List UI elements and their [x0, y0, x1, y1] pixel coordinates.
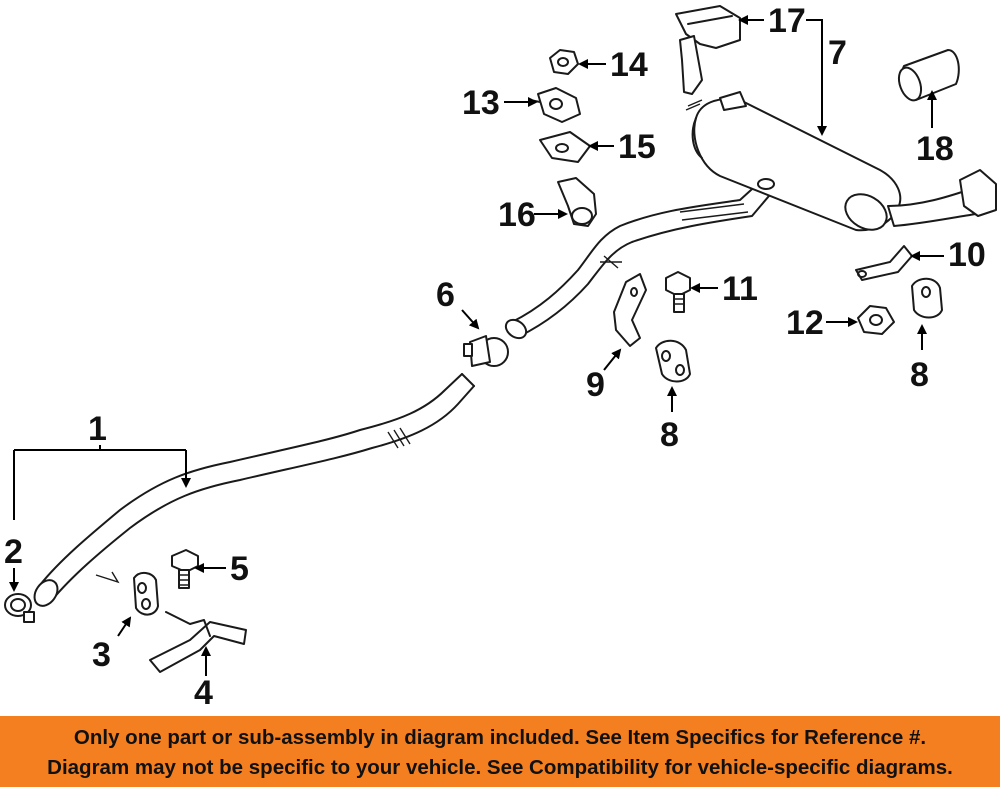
callout-2: 2 — [4, 533, 23, 571]
leader-lines — [9, 15, 944, 676]
exhaust-system-diagram: 1 2 3 4 5 6 7 8 8 9 10 11 12 13 14 15 16… — [4, 2, 997, 712]
sensor-13 — [529, 87, 581, 123]
callout-10: 10 — [948, 236, 986, 274]
bracket-10 — [855, 245, 913, 281]
tail-pipe-tip-18 — [897, 49, 960, 102]
front-pipe — [33, 373, 475, 607]
heat-shield-17 — [675, 5, 741, 95]
insulator-8-lower — [655, 339, 691, 383]
clamp-2 — [4, 593, 35, 623]
bolt-11 — [665, 271, 691, 313]
muffler-7 — [685, 91, 997, 232]
intermediate-pipe — [504, 179, 775, 340]
disclaimer-line-2: Diagram may not be specific to your vehi… — [47, 756, 953, 779]
callout-15: 15 — [618, 128, 656, 166]
hanger-9 — [613, 273, 647, 347]
callout-16: 16 — [498, 196, 536, 234]
hanger-16 — [557, 177, 597, 227]
callout-12: 12 — [786, 304, 824, 342]
bracket-15 — [539, 131, 591, 163]
callout-8-lower: 8 — [660, 416, 679, 454]
callout-9: 9 — [586, 366, 605, 404]
callout-13: 13 — [462, 84, 500, 122]
callout-11: 11 — [722, 270, 758, 308]
clamp-6 — [463, 335, 509, 367]
callout-7: 7 — [828, 34, 847, 72]
nut-12 — [857, 305, 895, 335]
callout-4: 4 — [194, 674, 213, 712]
callout-labels: 1 2 3 4 5 6 7 8 8 9 10 11 12 13 14 15 16… — [4, 2, 986, 712]
insulator-8-right — [911, 277, 943, 319]
callout-5: 5 — [230, 550, 249, 588]
disclaimer-line-1: Only one part or sub-assembly in diagram… — [73, 726, 927, 749]
bolt-5 — [171, 549, 199, 589]
callout-1: 1 — [88, 410, 107, 448]
callout-6: 6 — [436, 276, 455, 314]
callout-18: 18 — [916, 130, 954, 168]
callout-14: 14 — [610, 46, 648, 84]
insulator-3 — [133, 572, 159, 616]
disclaimer-banner: Only one part or sub-assembly in diagram… — [0, 716, 1000, 787]
callout-8-right: 8 — [910, 356, 929, 394]
nut-14 — [549, 49, 579, 75]
callout-17: 17 — [768, 2, 806, 40]
bracket-4 — [149, 611, 247, 673]
callout-3: 3 — [92, 636, 111, 674]
